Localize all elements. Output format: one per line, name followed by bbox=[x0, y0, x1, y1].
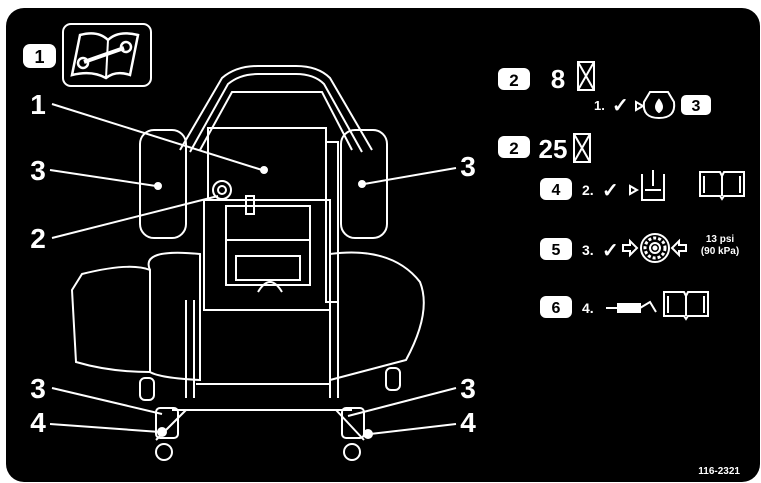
callout-3-bottom-right: 3 bbox=[460, 373, 476, 404]
deck-right bbox=[329, 251, 425, 381]
step-4-number: 4. bbox=[582, 300, 594, 316]
step-1-check: ✓ bbox=[612, 95, 629, 117]
callout-3-right: 3 bbox=[460, 151, 476, 182]
step-2-number: 2. bbox=[582, 182, 594, 198]
maintenance-schedule: 2 8 1. ✓ 3 2 25 4 2. ✓ bbox=[498, 61, 745, 321]
engine-oil-icon bbox=[635, 91, 676, 120]
engine-housing bbox=[203, 199, 331, 311]
book-icon bbox=[663, 291, 709, 321]
manual-badge: 1 bbox=[23, 23, 152, 87]
part-number: 116-2321 bbox=[698, 466, 740, 477]
hours-25: 25 bbox=[539, 134, 568, 164]
book-icon bbox=[699, 171, 745, 201]
caster-right bbox=[341, 407, 365, 439]
callout-3-left: 3 bbox=[30, 155, 46, 186]
leader-lines bbox=[49, 103, 457, 435]
step-3-number: 3. bbox=[582, 242, 594, 258]
badge-6: 6 bbox=[552, 300, 561, 317]
operator-manual-frame bbox=[62, 23, 152, 87]
pressure-kpa: (90 kPa) bbox=[701, 246, 739, 257]
caster-left bbox=[155, 407, 179, 439]
badge-5: 5 bbox=[552, 242, 561, 259]
callout-3-bottom-left: 3 bbox=[30, 373, 46, 404]
tire-pressure-icon bbox=[622, 233, 687, 263]
callout-numbers: 1 3 2 3 3 4 3 4 bbox=[30, 89, 476, 438]
pressure-psi: 13 psi bbox=[706, 234, 735, 245]
step-3-check: ✓ bbox=[602, 240, 619, 262]
badge-2-25h: 2 bbox=[509, 139, 518, 158]
callout-2: 2 bbox=[30, 223, 46, 254]
hours-8: 8 bbox=[551, 64, 565, 94]
machine-drawing bbox=[70, 65, 425, 461]
callout-4-bottom-right: 4 bbox=[460, 407, 476, 438]
callout-4-bottom-left: 4 bbox=[30, 407, 46, 438]
hydraulic-fluid-icon bbox=[629, 170, 665, 201]
callout-1: 1 bbox=[30, 89, 46, 120]
step-2-check: ✓ bbox=[602, 180, 619, 202]
badge-3: 3 bbox=[692, 98, 701, 115]
rear-wheel-right bbox=[340, 129, 388, 239]
grease-gun-icon bbox=[606, 300, 657, 313]
badge-1 bbox=[23, 44, 56, 68]
deck-left bbox=[70, 265, 151, 374]
rollover-bar bbox=[179, 65, 373, 151]
hourglass-icon bbox=[573, 133, 591, 163]
open-book-wrench-icon bbox=[70, 32, 140, 80]
hourglass-icon bbox=[577, 61, 595, 91]
badge-1-label: 1 bbox=[34, 47, 44, 67]
badge-4: 4 bbox=[552, 182, 561, 199]
step-1-number: 1. bbox=[594, 98, 605, 113]
badge-2-8h: 2 bbox=[509, 71, 518, 90]
